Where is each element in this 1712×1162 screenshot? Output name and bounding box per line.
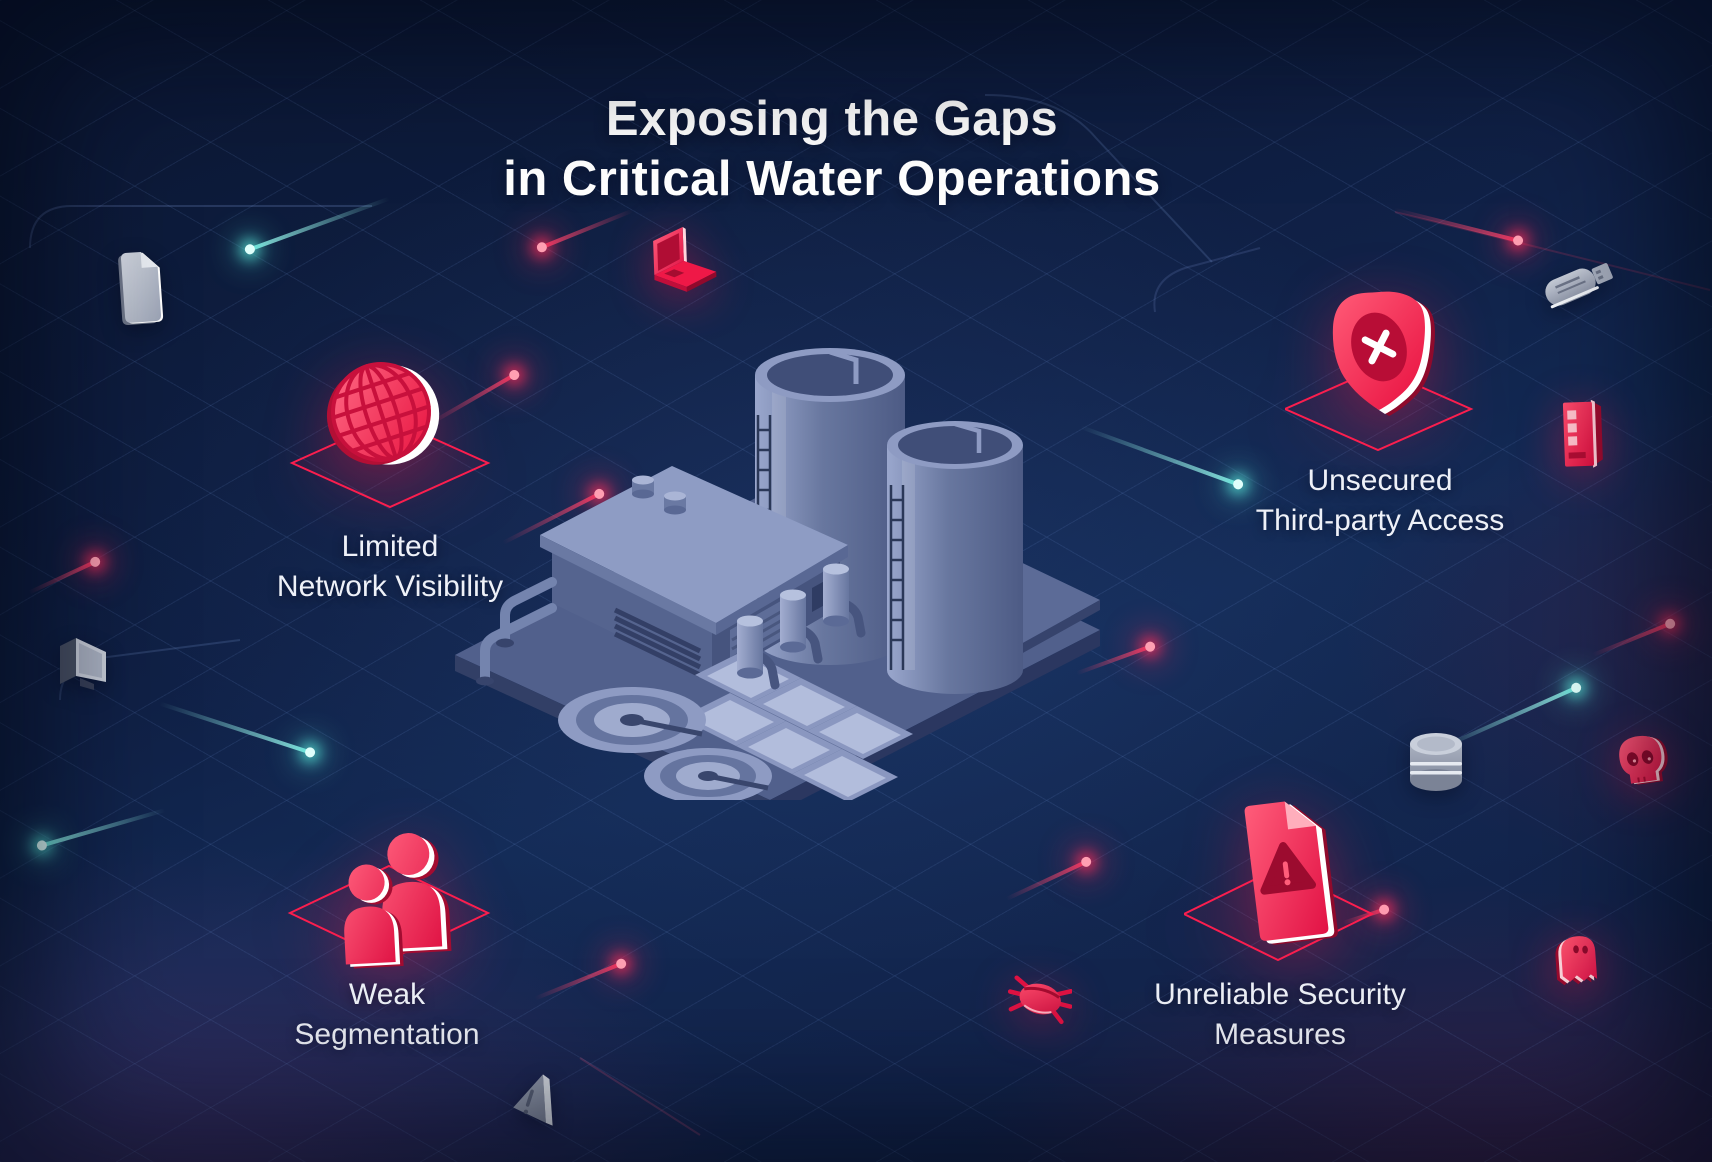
- water-treatment-plant-illustration: [455, 348, 1100, 800]
- callout-unreliable-security-measures: Unreliable Security Measures: [1070, 975, 1490, 1055]
- page-title: Exposing the Gaps in Critical Water Oper…: [482, 89, 1182, 209]
- callout-weak-segmentation: Weak Segmentation: [177, 975, 597, 1055]
- pipe-columns: [737, 563, 866, 690]
- keypad-icon: [1562, 399, 1603, 468]
- title-line2: in Critical Water Operations: [503, 151, 1161, 206]
- ghost-icon: [1554, 935, 1598, 986]
- shield-x-icon: [1285, 291, 1474, 452]
- file-icon: [117, 250, 164, 326]
- usb-drive-icon: [1545, 263, 1613, 309]
- callout-limited-network-visibility: Limited Network Visibility: [180, 527, 600, 607]
- callout-label-line1: Unsecured: [1307, 464, 1453, 497]
- callout-unsecured-third-party-access: Unsecured Third-party Access: [1170, 461, 1590, 541]
- database-icon: [1410, 733, 1462, 791]
- globe-icon: [289, 362, 491, 509]
- callout-label-line1: Weak: [348, 978, 426, 1011]
- people-icon: [287, 831, 491, 969]
- monitor-icon: [60, 638, 106, 690]
- bug-icon: [1008, 975, 1072, 1025]
- callout-label-line1: Unreliable Security: [1154, 978, 1406, 1011]
- callout-label-line2: Third-party Access: [1255, 504, 1505, 537]
- callout-label-line2: Network Visibility: [276, 570, 504, 603]
- callout-label-line1: Limited: [341, 530, 439, 563]
- title-line1: Exposing the Gaps: [605, 91, 1059, 146]
- callout-label-line2: Measures: [1214, 1018, 1346, 1051]
- warning-document-icon: [1184, 798, 1374, 962]
- laptop-icon: [653, 226, 717, 292]
- storage-tank: [887, 421, 1023, 694]
- callout-label-line2: Segmentation: [294, 1018, 480, 1051]
- plant-building: [476, 466, 848, 686]
- clarifier-tanks: [558, 687, 772, 800]
- skull-icon: [1616, 733, 1671, 786]
- warning-cone-icon: [513, 1074, 553, 1126]
